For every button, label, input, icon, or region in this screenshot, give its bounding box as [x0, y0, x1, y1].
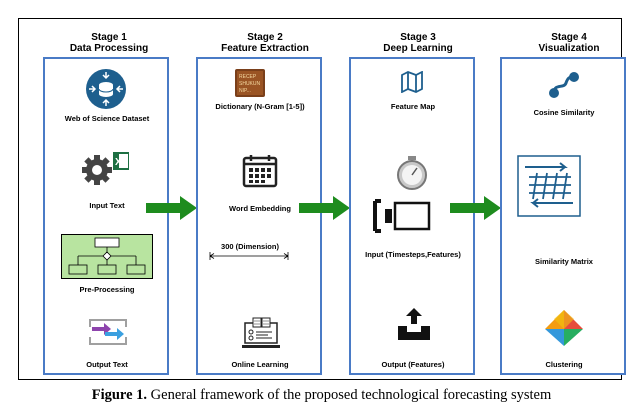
pre-processing-flow-icon — [61, 234, 153, 279]
caption-text: General framework of the proposed techno… — [147, 387, 552, 403]
similarity-matrix-icon — [517, 155, 581, 217]
label-cosine-similarity: Cosine Similarity — [533, 108, 595, 117]
online-learning-icon — [242, 317, 280, 348]
upload-tray-icon — [398, 308, 430, 340]
label-word-embedding: Word Embedding — [229, 204, 291, 213]
label-feature-map: Feature Map — [390, 102, 436, 111]
caption-label: Figure 1. — [91, 387, 148, 403]
calendar-grid-icon — [242, 155, 278, 188]
cosine-path-icon — [549, 72, 579, 98]
label-similarity-matrix: Similarity Matrix — [535, 257, 593, 266]
timesteps-bracket-icon — [373, 199, 431, 233]
stopwatch-icon — [397, 156, 427, 190]
label-clustering: Clustering — [545, 360, 583, 369]
gear-excel-icon: X — [82, 152, 129, 185]
label-output-text: Output Text — [86, 360, 128, 369]
label-input-timesteps: Input (Timesteps,Features) — [365, 250, 461, 259]
svg-text:SHUKUN: SHUKUN — [239, 81, 261, 87]
label-dictionary: Dictionary (N-Gram [1-5]) — [215, 102, 305, 111]
stage-1-box: Web of Science Dataset X Input Text — [43, 57, 169, 375]
dimension-arrow-icon — [209, 252, 289, 260]
flow-arrow-1 — [146, 196, 197, 220]
label-output-features: Output (Features) — [381, 360, 445, 369]
map-icon — [401, 71, 423, 93]
flow-arrow-3 — [450, 196, 501, 220]
label-online-learning: Online Learning — [231, 360, 289, 369]
svg-text:NIP...: NIP... — [239, 88, 251, 94]
clustering-pyramid-icon — [545, 310, 583, 346]
stage-4-box: Cosine Similarity Similarity Matrix Clus… — [500, 57, 626, 375]
label-web-of-science: Web of Science Dataset — [64, 114, 150, 123]
figure-caption: Figure 1. General framework of the propo… — [0, 387, 643, 404]
database-network-icon — [86, 69, 126, 109]
stage-3-box: Feature Map Input (Timesteps,Features) O… — [349, 57, 475, 375]
dictionary-book-icon: RECEP SHUKUN NIP... — [235, 69, 265, 97]
output-arrows-icon — [89, 319, 127, 345]
label-pre-processing: Pre-Processing — [79, 285, 135, 294]
label-dimension: 300 (Dimension) — [221, 242, 279, 251]
stage-2-box: RECEP SHUKUN NIP... Dictionary (N-Gram [… — [196, 57, 322, 375]
svg-text:X: X — [115, 157, 122, 168]
flow-arrow-2 — [299, 196, 350, 220]
label-input-text: Input Text — [89, 201, 125, 210]
svg-text:RECEP: RECEP — [239, 74, 257, 80]
